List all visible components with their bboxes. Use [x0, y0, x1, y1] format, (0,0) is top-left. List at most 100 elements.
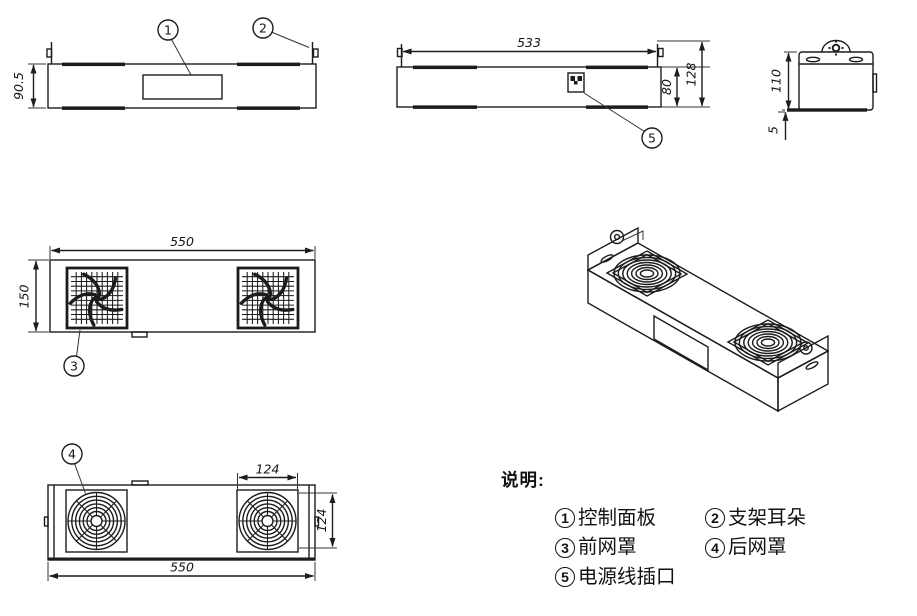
control-panel: [653, 314, 709, 372]
callout-number: 1: [164, 23, 172, 38]
mounting-slot: [805, 56, 821, 63]
legend-label: 后网罩: [728, 536, 787, 559]
iso-guard-ring: [751, 333, 785, 352]
circled-number: 5: [555, 567, 575, 588]
dim-label: 533: [517, 35, 541, 50]
fan-guard-right: [236, 489, 299, 553]
iso-guard-ring: [747, 330, 789, 355]
side-tab: [872, 73, 878, 93]
end-face: [777, 349, 829, 413]
guard-spoke: [100, 500, 118, 518]
bracket-ear-right-slot: [657, 47, 664, 58]
iso-guard-ring: [738, 325, 798, 360]
mesh-grille-left: [65, 266, 129, 330]
circled-number: 3: [555, 537, 575, 558]
legend: 说明: 1 控制面板 2 支架耳朵 3 前网罩 4 后网罩 5 电源线插口: [501, 467, 806, 588]
circled-number: 2: [705, 508, 725, 529]
legend-item-rear-mesh: 4 后网罩: [705, 536, 806, 558]
circled-number: 1: [555, 508, 575, 529]
dimension-bottom-width: 550: [47, 560, 316, 581]
front-view: 90.5 1 2: [11, 17, 319, 110]
fan-blades: [239, 272, 295, 327]
front-face: [587, 268, 779, 413]
iso-guard-ring: [613, 254, 681, 293]
guard-spoke: [271, 500, 289, 518]
dimension-base-gap: 5: [766, 111, 789, 140]
dimension-fan-height: 124: [299, 492, 337, 549]
side-tab: [314, 516, 320, 527]
callout-number: 5: [648, 131, 656, 146]
guard-spoke: [100, 524, 118, 542]
guard-spoke: [75, 500, 93, 518]
mesh-grille-right: [236, 266, 300, 330]
iso-guard-ring: [743, 328, 793, 357]
bracket-ear-left-slot: [46, 48, 53, 58]
legend-item-power-socket: 5 电源线插口: [555, 566, 705, 588]
fan-guard-left: [65, 489, 128, 553]
bracket-ear-right-slot: [312, 48, 319, 58]
guard-spoke: [246, 500, 264, 518]
front-mesh-view: 550 150: [17, 234, 316, 377]
isometric-view: [586, 226, 830, 413]
bracket-ear-top: [821, 39, 851, 56]
callout-number: 4: [68, 447, 76, 462]
legend-item-control-panel: 1 控制面板: [555, 507, 705, 529]
callout-control-panel: 1: [157, 19, 192, 76]
callout-number: 2: [259, 21, 267, 36]
guard-spoke: [271, 524, 289, 542]
mounting-slot: [848, 56, 864, 63]
rear-fans-view: 124 124 550 4: [43, 443, 337, 581]
iso-guard-ring: [626, 261, 668, 286]
grille-edge-strip: [62, 62, 125, 67]
grille-edge-strip: [62, 106, 125, 110]
dimension-mesh-width: 550: [49, 234, 316, 259]
iso-fan-left: [605, 250, 689, 297]
power-socket: [567, 72, 585, 93]
right-flange: [777, 334, 829, 380]
iso-fan-right: [726, 319, 810, 366]
iso-guard-ring: [635, 266, 659, 281]
dimension-front-height: 90.5: [11, 63, 46, 109]
dimension-rear-heights: 80 128: [657, 40, 710, 108]
guard-spoke: [75, 524, 93, 542]
top-tab: [131, 480, 149, 486]
callout-number: 3: [70, 359, 78, 374]
rear-view: 533 80 128 5: [396, 35, 710, 149]
dim-label: 128: [684, 63, 699, 87]
iso-guard-ring: [756, 335, 780, 350]
side-view: 110 5: [766, 39, 878, 140]
dimension-rear-width: 533: [402, 35, 657, 55]
legend-label: 电源线插口: [578, 565, 676, 588]
legend-title: 说明:: [501, 470, 545, 490]
unit-body: [47, 63, 317, 109]
base-plate: [787, 108, 867, 112]
callout-front-mesh: 3: [63, 329, 85, 377]
dim-label: 550: [170, 234, 194, 249]
iso-guard-ring: [760, 338, 776, 347]
dim-label: 110: [769, 69, 784, 93]
dim-label: 5: [766, 126, 781, 134]
bracket-ear-left-slot: [396, 47, 403, 58]
grille-edge-strip: [586, 65, 648, 70]
left-flange: [587, 226, 639, 272]
control-panel: [142, 74, 223, 100]
legend-label: 控制面板: [578, 507, 657, 529]
iso-guard-ring: [630, 264, 664, 283]
dimension-side-height: 110: [769, 51, 797, 111]
legend-label: 支架耳朵: [728, 507, 807, 529]
grille-edge-strip: [413, 65, 477, 70]
dim-label: 150: [17, 285, 32, 309]
grille-edge-strip: [237, 106, 300, 110]
dim-label: 90.5: [11, 72, 26, 100]
dimension-mesh-height: 150: [17, 259, 49, 333]
iso-guard-ring: [617, 256, 677, 291]
guard-spoke: [246, 524, 264, 542]
legend-grid: 1 控制面板 2 支架耳朵 3 前网罩 4 后网罩 5 电源线插口: [555, 507, 806, 588]
dim-label: 124: [256, 462, 280, 477]
legend-item-front-mesh: 3 前网罩: [555, 536, 705, 558]
callout-rear-mesh: 4: [61, 443, 86, 494]
iso-guard-ring: [734, 323, 802, 362]
dim-label: 80: [659, 79, 674, 95]
bracket-ear-left: [600, 229, 644, 263]
